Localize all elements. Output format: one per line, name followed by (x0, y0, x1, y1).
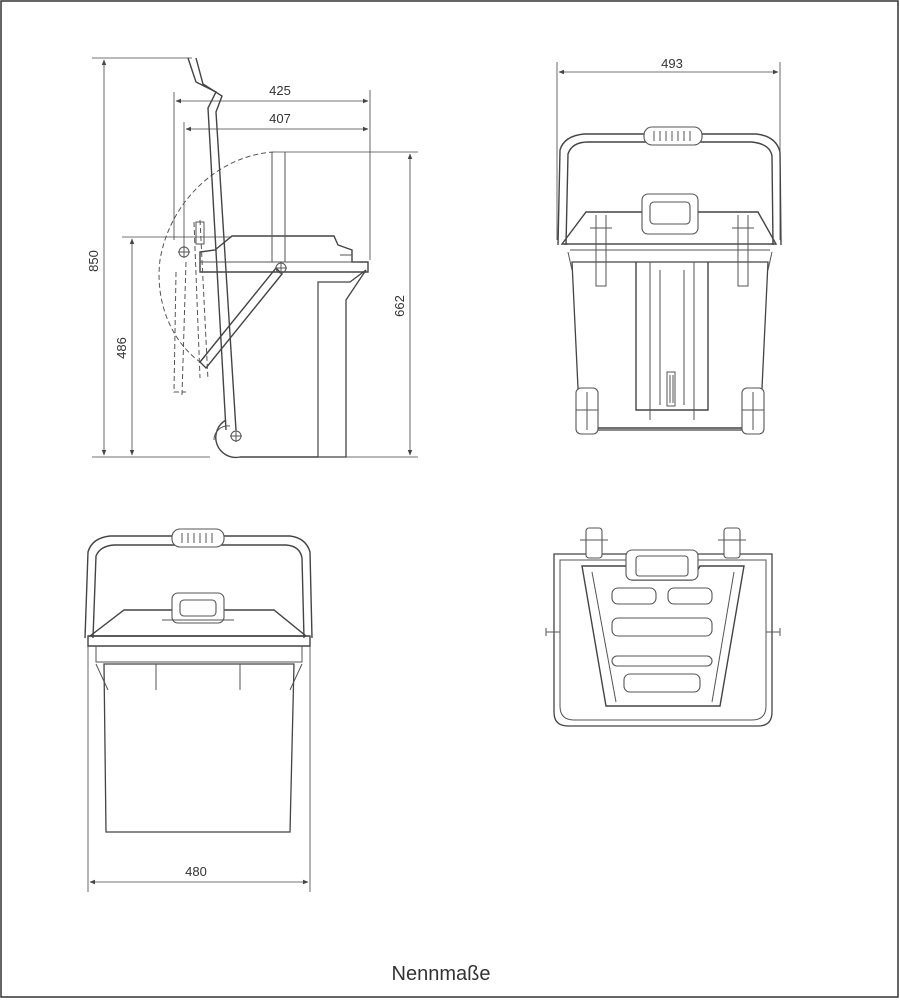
back-view: 480 (84, 528, 313, 892)
dim-425-label: 425 (269, 83, 291, 98)
caption-nennmasse: Nennmaße (392, 963, 491, 985)
dim-486-label: 486 (114, 337, 129, 359)
side-view: 850 486 425 407 662 (86, 57, 418, 459)
dim-480-label: 480 (185, 864, 207, 879)
front-view: 493 (556, 56, 782, 435)
dim-850-label: 850 (86, 250, 101, 272)
dim-407-label: 407 (269, 111, 291, 126)
top-view (545, 527, 781, 727)
dim-662-label: 662 (392, 295, 407, 317)
dim-493-label: 493 (661, 56, 683, 71)
